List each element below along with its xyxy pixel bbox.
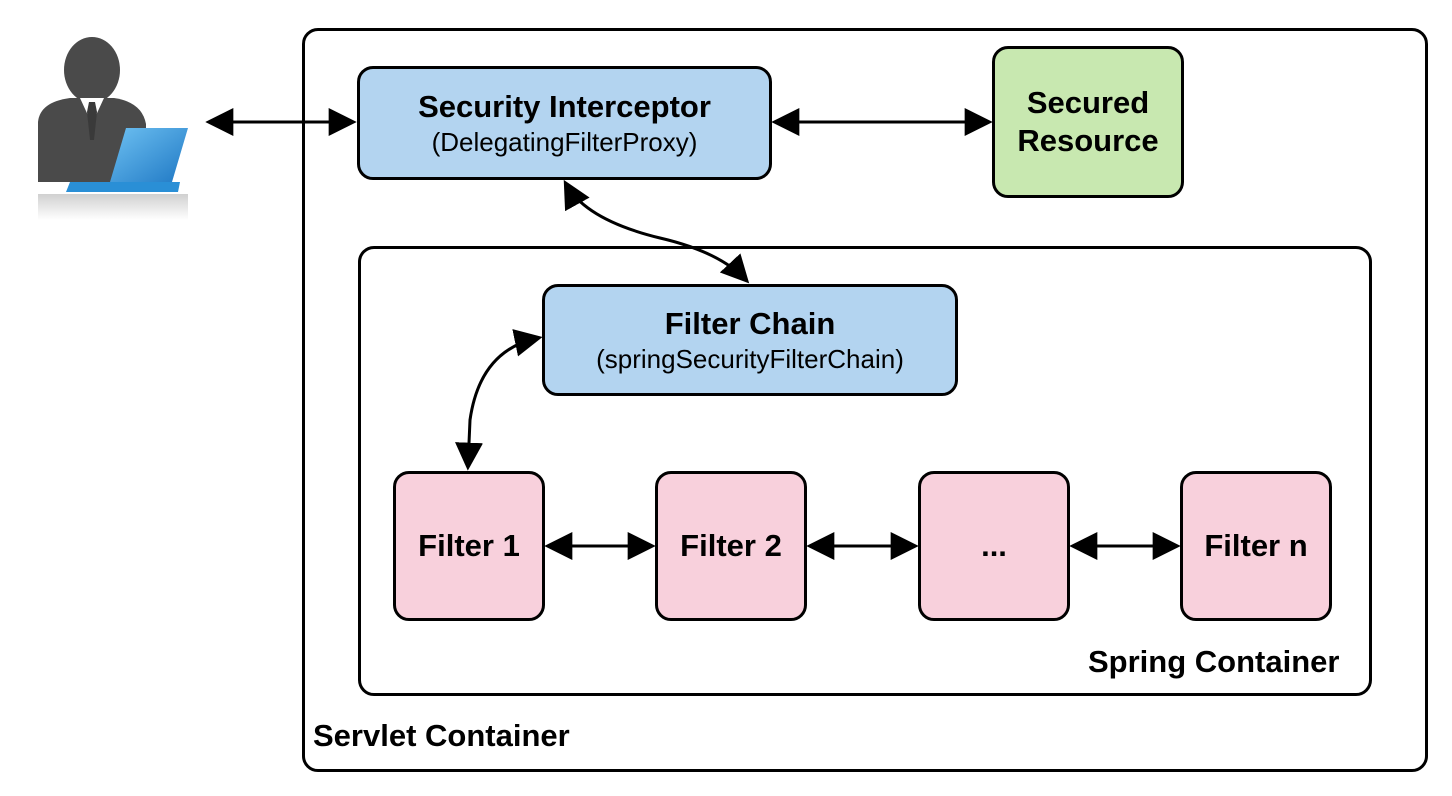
security-interceptor-title: Security Interceptor [418,89,711,124]
spring-container [358,246,1372,696]
security-interceptor-node: Security Interceptor (DelegatingFilterPr… [357,66,772,180]
filter-ellipsis-node: ... [918,471,1070,621]
secured-resource-title: Secured Resource [1017,85,1159,158]
servlet-container-label: Servlet Container [313,718,570,753]
filter-ellipsis-label: ... [981,528,1007,563]
filter-1-node: Filter 1 [393,471,545,621]
secured-resource-node: Secured Resource [992,46,1184,198]
servlet-container [302,28,1428,772]
filter-chain-subtitle: (springSecurityFilterChain) [596,344,904,374]
filter-2-label: Filter 2 [680,528,782,563]
user-with-laptop-icon [38,37,188,220]
filter-n-node: Filter n [1180,471,1332,621]
filter-1-label: Filter 1 [418,528,520,563]
filter-chain-node: Filter Chain (springSecurityFilterChain) [542,284,958,396]
security-interceptor-subtitle: (DelegatingFilterProxy) [431,127,698,157]
spring-container-label: Spring Container [1088,644,1340,679]
filter-2-node: Filter 2 [655,471,807,621]
filter-n-label: Filter n [1204,528,1308,563]
filter-chain-title: Filter Chain [664,306,836,341]
